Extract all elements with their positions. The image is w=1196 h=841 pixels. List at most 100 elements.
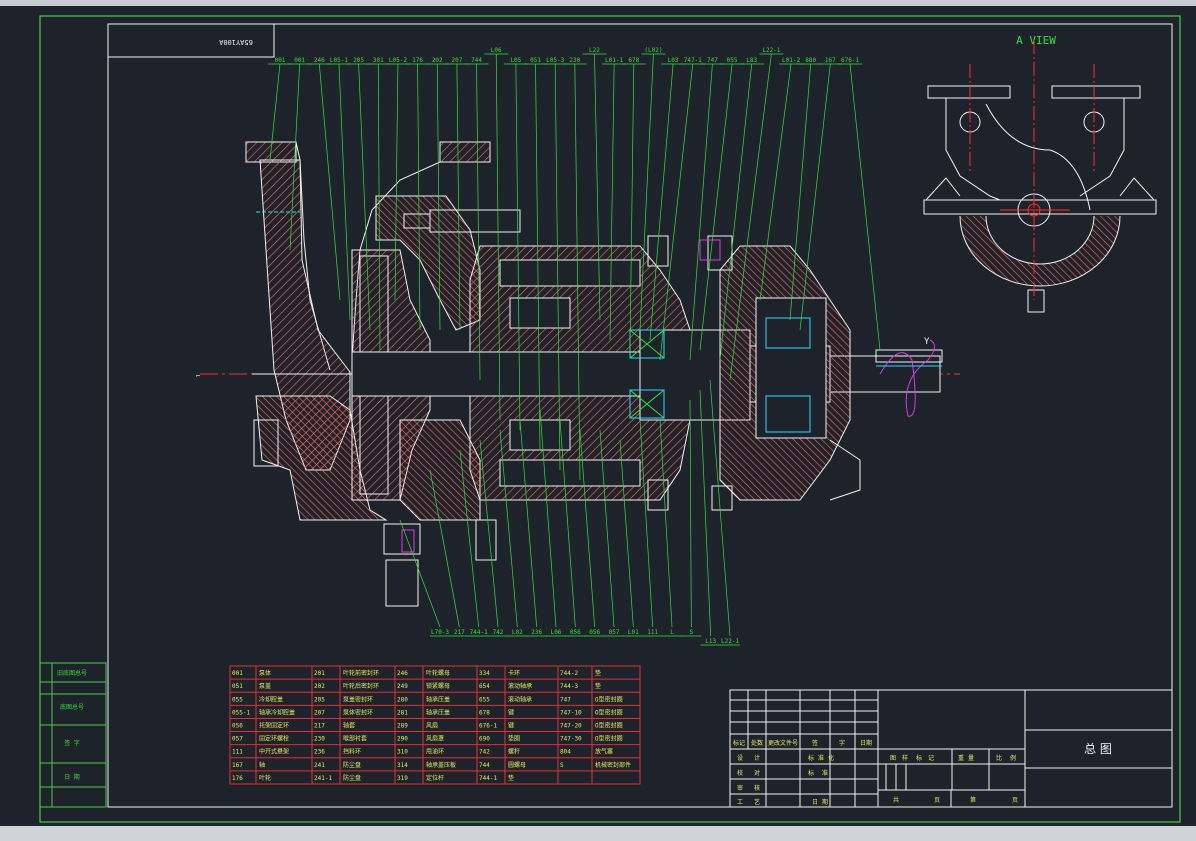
drawing-title: 总 图 xyxy=(1084,742,1112,756)
a-view-label: A VIEW xyxy=(1016,34,1056,47)
inner-frame xyxy=(107,23,1173,808)
part-number: 804 xyxy=(560,749,571,756)
callout-leader xyxy=(639,53,654,331)
mirrored-number-box: 65AY100A xyxy=(107,23,275,58)
svg-text:记: 记 xyxy=(928,755,934,762)
part-number: 690 xyxy=(479,736,490,743)
callout-leader xyxy=(318,63,341,301)
side-label-sign: 签 字 xyxy=(64,739,80,747)
callout-label: 056 xyxy=(570,629,581,636)
callout-leader xyxy=(649,63,674,341)
callout-leader xyxy=(479,439,499,628)
svg-text:页: 页 xyxy=(934,797,940,804)
part-name: O型密封圈 xyxy=(595,708,623,716)
callout-label: 176 xyxy=(412,57,423,64)
callout-label: 202 xyxy=(432,57,443,64)
window-top-bar xyxy=(0,0,1196,6)
callout-leader xyxy=(789,63,812,321)
part-name: 键 xyxy=(508,722,514,730)
part-number: 217 xyxy=(314,723,325,730)
callout-leader xyxy=(599,429,615,628)
callout-label: 880 xyxy=(805,57,816,64)
part-number: 319 xyxy=(397,775,408,782)
svg-text:更改文件号: 更改文件号 xyxy=(768,739,798,747)
part-number: 744 xyxy=(479,762,490,769)
pump-section-drawing[interactable]: ⌐ xyxy=(196,141,1045,607)
callout-leader xyxy=(535,63,541,451)
callout-leader xyxy=(519,419,538,628)
svg-text:核: 核 xyxy=(754,784,760,792)
callout-label: 236 xyxy=(531,629,542,636)
part-name: 滚动轴承 xyxy=(508,682,532,690)
part-name: 轴承冷却腔盖 xyxy=(259,708,295,716)
part-number: 678 xyxy=(479,709,490,716)
part-number: 249 xyxy=(397,683,408,690)
callout-label: S xyxy=(690,629,694,636)
part-name: 轴 xyxy=(259,761,265,769)
callout-leader xyxy=(499,429,518,628)
part-name: 泵盖密封环 xyxy=(343,695,373,703)
part-number: 747 xyxy=(560,696,571,703)
part-number: 201 xyxy=(314,670,325,677)
part-name: 轴承压盖 xyxy=(426,695,450,703)
callout-leader xyxy=(799,63,831,331)
callout-label: 051 xyxy=(530,57,541,64)
svg-text:共: 共 xyxy=(893,796,899,804)
svg-text:标: 标 xyxy=(808,769,814,777)
part-number: 747-10 xyxy=(560,709,582,716)
callout-label: L05-3 xyxy=(546,57,564,64)
part-number: 747-20 xyxy=(560,723,582,730)
part-number: 167 xyxy=(232,762,243,769)
callout-label: (L02) xyxy=(644,47,662,54)
part-name: 甩油环 xyxy=(426,748,444,756)
callout-label: L06 xyxy=(491,47,502,54)
callout-label: L05-1 xyxy=(330,57,348,64)
callout-leader xyxy=(699,63,733,351)
part-name: 冷却腔盖 xyxy=(259,695,283,703)
svg-text:例: 例 xyxy=(1010,754,1016,762)
part-number: 051 xyxy=(232,683,243,690)
part-number: 236 xyxy=(314,749,325,756)
callout-label: 207 xyxy=(451,57,462,64)
callout-leader xyxy=(559,419,576,628)
callout-leader xyxy=(849,63,881,351)
callout-leader xyxy=(436,63,441,331)
svg-text:量: 量 xyxy=(968,755,974,762)
svg-text:第: 第 xyxy=(970,796,976,804)
callout-label: 744-1 xyxy=(470,629,488,636)
callout-leader xyxy=(574,63,581,481)
callout-leader xyxy=(639,419,654,628)
svg-text:期: 期 xyxy=(822,798,828,806)
part-name: O型密封圈 xyxy=(595,722,623,730)
part-number: 744-2 xyxy=(560,670,578,677)
callout-leader xyxy=(579,429,596,628)
callout-leader xyxy=(689,399,692,628)
callout-leader xyxy=(338,63,351,321)
callout-leader xyxy=(709,379,731,637)
side-label-old-total: 旧底图总号 xyxy=(57,669,87,677)
part-number: 207 xyxy=(314,709,325,716)
svg-text:签: 签 xyxy=(812,739,818,747)
callout-label: 246 xyxy=(314,57,325,64)
callout-leader xyxy=(609,63,615,341)
part-number: 281 xyxy=(397,709,408,716)
part-name: 垫 xyxy=(595,669,601,677)
callout-leader xyxy=(394,63,399,301)
callout-label: 676-1 xyxy=(841,57,859,64)
svg-text:审: 审 xyxy=(737,784,743,792)
part-name: 固定环螺栓 xyxy=(259,735,289,743)
callout-leader xyxy=(399,519,441,628)
part-name: 叶轮前密封环 xyxy=(343,669,379,677)
part-number: S xyxy=(560,762,564,769)
a-view-drawing[interactable]: A VIEW xyxy=(923,34,1157,300)
part-name: 中开式悬架 xyxy=(259,748,289,756)
callout-label: 001 xyxy=(275,57,286,64)
part-number: 334 xyxy=(479,670,490,677)
callout-leader xyxy=(377,63,381,351)
part-name: 圆螺母 xyxy=(508,761,526,769)
callout-label: 167 xyxy=(825,57,836,64)
callout-label: 111 xyxy=(647,629,658,636)
callout-label: L01-2 xyxy=(782,57,800,64)
